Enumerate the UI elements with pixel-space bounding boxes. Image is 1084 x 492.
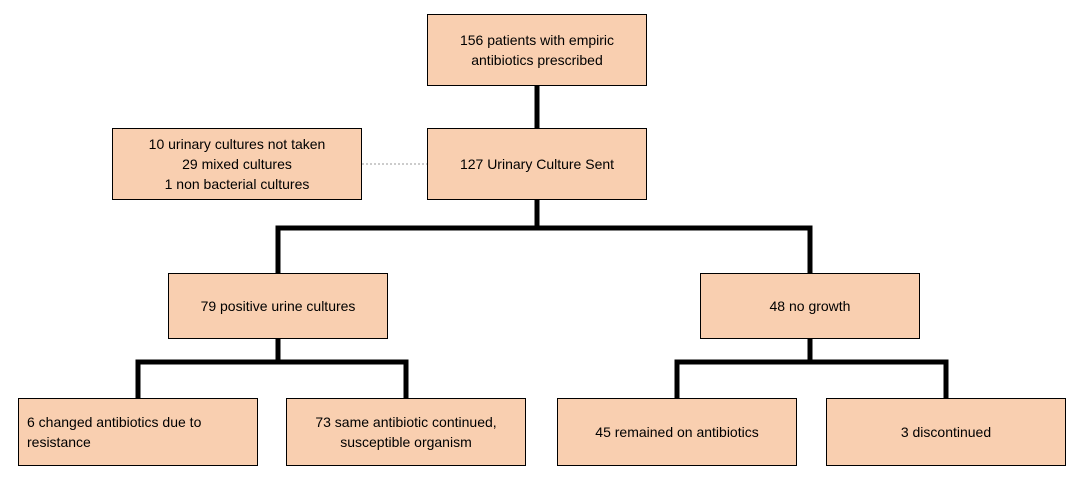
node-discontinued: 3 discontinued: [826, 398, 1066, 466]
node-text: 127 Urinary Culture Sent: [459, 156, 615, 172]
node-text: susceptible organism: [340, 434, 472, 450]
node-patients-prescribed: 156 patients with empiric antibiotics pr…: [427, 14, 647, 86]
node-text: 1 non bacterial cultures: [164, 176, 310, 192]
node-text: 3 discontinued: [900, 424, 992, 440]
node-text: 10 urinary cultures not taken: [148, 136, 326, 152]
node-changed-antibiotics: 6 changed antibiotics due to resistance: [18, 398, 258, 466]
node-excluded-cultures: 10 urinary cultures not taken 29 mixed c…: [112, 128, 362, 200]
node-text: 73 same antibiotic continued,: [315, 414, 497, 430]
node-positive-cultures: 79 positive urine cultures: [168, 273, 388, 339]
node-text: 79 positive urine cultures: [200, 298, 356, 314]
node-text: 29 mixed cultures: [182, 156, 292, 172]
node-text: 6 changed antibiotics due to: [27, 414, 202, 430]
node-same-antibiotic: 73 same antibiotic continued, susceptibl…: [286, 398, 526, 466]
node-remained-on-antibiotics: 45 remained on antibiotics: [557, 398, 797, 466]
node-text: 156 patients with empiric: [459, 32, 615, 48]
node-culture-sent: 127 Urinary Culture Sent: [427, 128, 647, 200]
node-text: resistance: [27, 434, 91, 450]
node-text: 48 no growth: [769, 298, 851, 314]
node-text: antibiotics prescribed: [471, 52, 603, 68]
node-text: 45 remained on antibiotics: [595, 424, 759, 440]
node-no-growth: 48 no growth: [700, 273, 920, 339]
